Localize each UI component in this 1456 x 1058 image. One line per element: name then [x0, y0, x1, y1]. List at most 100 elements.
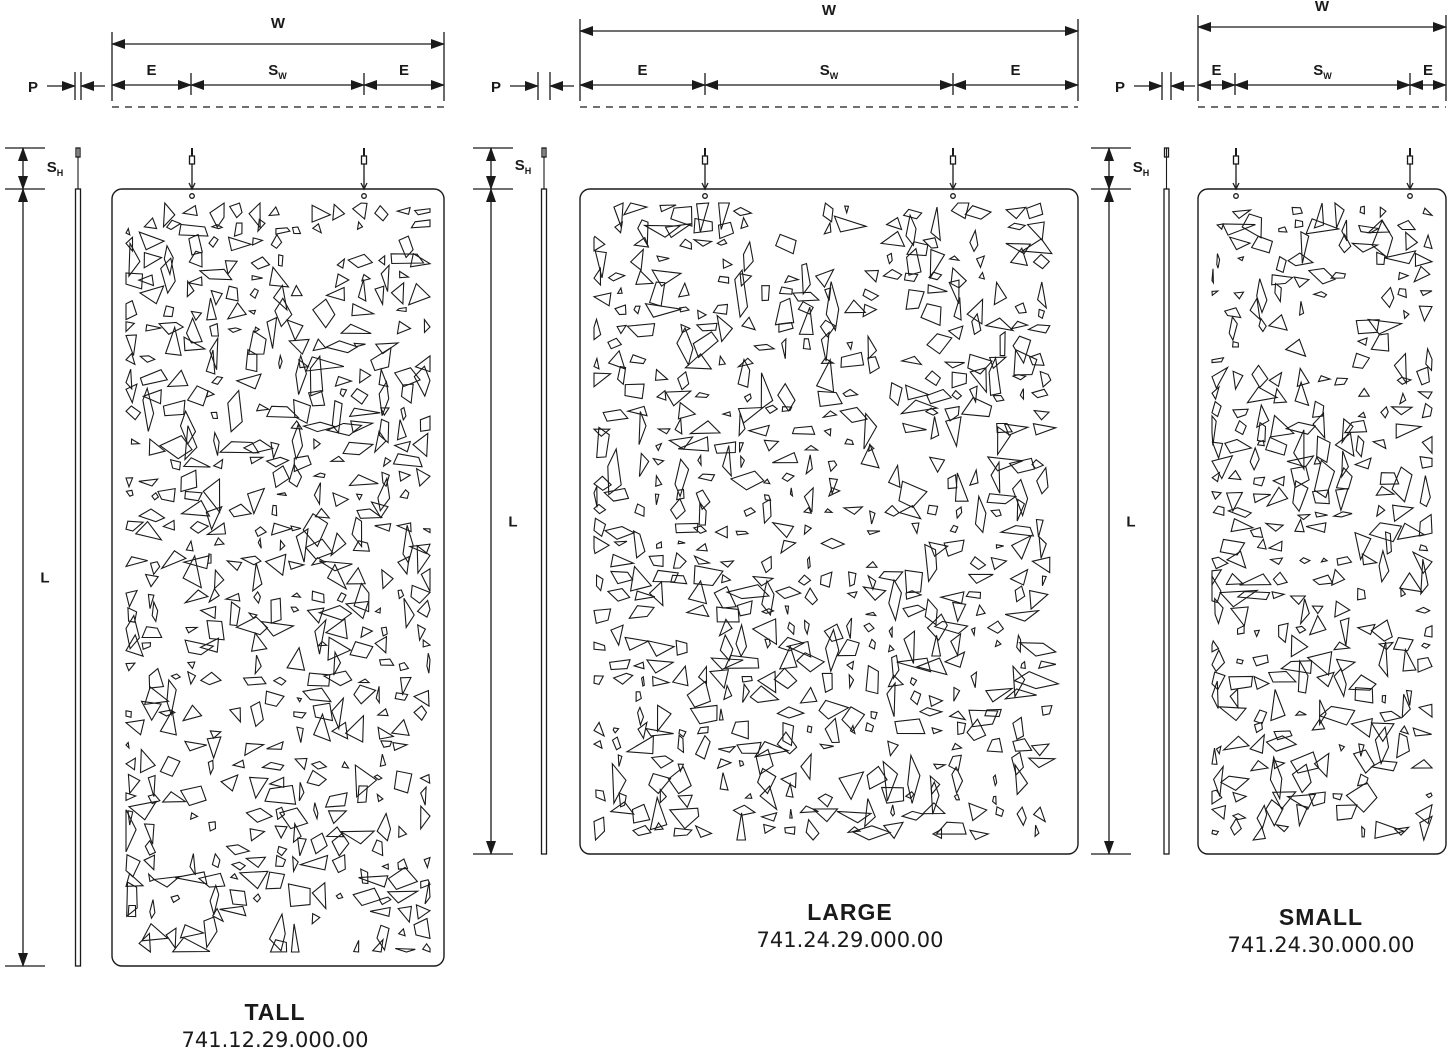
panel-cutout: [862, 303, 878, 318]
panel-cutout: [180, 469, 198, 493]
panel-cutout: [377, 476, 391, 513]
panel-cutout: [616, 324, 628, 335]
panel-cutout: [924, 370, 942, 387]
panel-cutout: [950, 632, 962, 658]
panel-cutout: [373, 774, 383, 781]
panel-cutout: [818, 699, 850, 720]
panel-cutout: [968, 802, 988, 822]
panel-cutout: [1378, 641, 1389, 679]
panel-cutout: [637, 705, 645, 727]
panel-cutout: [1036, 466, 1049, 495]
panel-cutout: [125, 520, 145, 532]
panel-cutout: [901, 422, 927, 434]
panel-cutout: [409, 252, 432, 268]
panel-cutout: [610, 553, 636, 568]
panel-cutout: [814, 268, 835, 289]
panel-cutout: [774, 233, 797, 255]
panel-cutout: [820, 537, 846, 550]
panel-cutout: [632, 530, 646, 559]
panel-cutout: [209, 883, 220, 915]
panel-cutout: [379, 754, 387, 768]
panel-cutout: [1376, 251, 1386, 265]
panel-cutout: [791, 425, 816, 435]
panel-cutout: [603, 487, 630, 502]
panel-cutout: [1352, 352, 1371, 369]
panel-cutout: [1229, 606, 1249, 628]
panel-cutout: [234, 616, 269, 636]
panel-cutout: [926, 388, 953, 405]
panel-cutout: [1331, 511, 1353, 518]
panel-cutout: [157, 709, 176, 717]
panel-cutout: [413, 917, 431, 940]
panel-cutout: [1225, 572, 1245, 586]
panel-cutout: [966, 718, 987, 742]
panel-cutout: [311, 204, 332, 223]
panel-cutout: [179, 785, 207, 807]
panel-cutout: [1019, 388, 1025, 401]
panel-cutout: [351, 302, 376, 317]
panel-cutout: [1397, 271, 1410, 281]
tall-cutout-pattern: [124, 201, 432, 954]
panel-cutout: [125, 321, 136, 333]
panel-cutout: [1267, 670, 1298, 683]
panel-cutout: [253, 326, 261, 334]
panel-cutout: [899, 399, 940, 415]
panel-cutout: [1239, 573, 1272, 586]
panel-cutout: [208, 236, 219, 249]
panel-cutout: [206, 736, 222, 760]
panel-cutout: [188, 250, 203, 268]
panel-cutout: [255, 403, 271, 412]
panel-cutout: [964, 205, 993, 220]
panel-cutout: [968, 468, 979, 487]
panel-cutout: [971, 312, 982, 336]
panel-cutout: [325, 422, 363, 437]
panel-cutout: [1392, 636, 1414, 652]
panel-cutout: [126, 881, 138, 918]
panel-cutout: [756, 670, 777, 694]
panel-cutout: [306, 607, 325, 624]
panel-cutout: [862, 288, 880, 302]
panel-cutout: [694, 824, 713, 838]
panel-cutout: [208, 821, 217, 832]
panel-cutout: [1284, 338, 1307, 358]
panel-cutout: [692, 525, 708, 534]
panel-cutout: [130, 438, 142, 445]
panel-cutout: [1379, 206, 1387, 219]
panel-cutout: [717, 745, 737, 753]
panel-cutout: [301, 421, 338, 433]
panel-cutout: [652, 675, 671, 687]
panel-cutout: [1417, 656, 1433, 673]
panel-cutout: [695, 542, 708, 552]
panel-cutout: [224, 260, 239, 276]
panel-cutout: [1335, 658, 1357, 673]
panel-cutout: [374, 606, 382, 614]
panel-cutout: [648, 580, 664, 607]
panel-cutout: [169, 458, 182, 471]
panel-cutout: [148, 437, 167, 456]
panel-cutout: [1375, 485, 1396, 496]
panel-cutout: [198, 268, 233, 281]
panel-cutout: [802, 338, 812, 350]
panel-cutout: [1225, 550, 1247, 569]
panel-cutout: [906, 241, 929, 257]
panel-cutout: [174, 871, 208, 885]
panel-cutout: [205, 349, 216, 375]
panel-cutout: [789, 487, 794, 498]
panel-cutout: [894, 718, 926, 735]
panel-cutout: [211, 376, 224, 385]
panel-cutout: [1423, 624, 1433, 638]
panel-cutout: [319, 560, 353, 572]
panel-cutout: [719, 560, 735, 568]
panel-cutout: [331, 399, 343, 435]
panel-cutout: [928, 694, 944, 708]
panel-cutout: [1018, 642, 1058, 657]
panel-cutout: [1256, 803, 1268, 830]
caption-small: SMALL 741.24.30.000.00: [1196, 903, 1446, 958]
panel-cutout: [1253, 709, 1268, 725]
panel-cutout: [125, 633, 145, 658]
panel-cutout: [953, 297, 962, 321]
panel-cutout: [1334, 432, 1355, 458]
panel-cutout: [278, 353, 283, 369]
panel-cutout: [339, 830, 376, 845]
panel-cutout: [213, 568, 225, 590]
